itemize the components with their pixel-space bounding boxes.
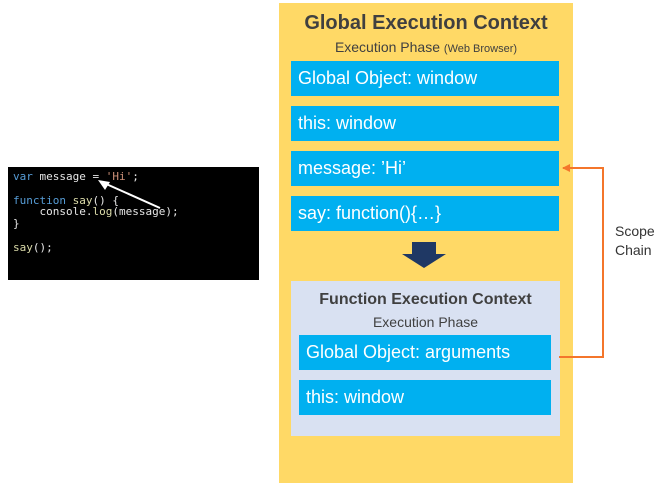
- code-token: ();: [32, 240, 53, 254]
- global-context-phase: Execution Phase (Web Browser): [279, 39, 573, 55]
- scope-chain-arrow: [559, 164, 604, 358]
- code-line: say();: [13, 240, 254, 254]
- code-pointer-arrow: [103, 182, 161, 209]
- code-token: function: [13, 193, 66, 207]
- code-token: console.: [13, 205, 93, 219]
- code-token: log: [92, 205, 113, 219]
- code-line: var message = 'Hi';: [13, 171, 254, 183]
- code-token: say: [72, 193, 93, 207]
- code-token: say: [13, 240, 33, 254]
- global-context-title: Global Execution Context: [304, 12, 548, 34]
- code-token: (message);: [112, 205, 179, 219]
- code-token: 'Hi': [105, 170, 133, 183]
- code-line: console.log(message);: [13, 206, 254, 218]
- down-arrow-icon: [402, 242, 446, 268]
- code-pointer-arrowhead-icon: [98, 180, 110, 190]
- code-line: function say() {: [13, 193, 254, 207]
- code-token: ;: [132, 170, 139, 183]
- scope-chain-line1: Scope: [615, 223, 655, 239]
- function-context-phase: Execution Phase: [372, 314, 479, 330]
- code-token: }: [13, 217, 20, 231]
- code-token: var: [13, 170, 33, 183]
- global-item-global-object: Global Object: window: [291, 61, 559, 96]
- global-phase-note: (Web Browser): [443, 43, 518, 55]
- code-token: message =: [32, 170, 106, 183]
- function-item-arguments: Global Object: arguments: [299, 335, 551, 370]
- global-item-this: this: window: [291, 106, 559, 141]
- function-context-title: Function Execution Context: [319, 291, 532, 308]
- scope-chain-label: Scope Chain: [615, 222, 655, 260]
- global-item-message: message: ’Hi’: [291, 151, 559, 186]
- code-token: () {: [92, 193, 119, 207]
- global-item-say: say: function(){…}: [291, 196, 559, 231]
- code-panel: var message = 'Hi';function say() { cons…: [8, 167, 259, 280]
- code-line: }: [13, 218, 254, 230]
- function-item-this: this: window: [299, 380, 551, 415]
- global-phase-label: Execution Phase: [334, 39, 441, 55]
- scope-chain-line2: Chain: [615, 242, 652, 258]
